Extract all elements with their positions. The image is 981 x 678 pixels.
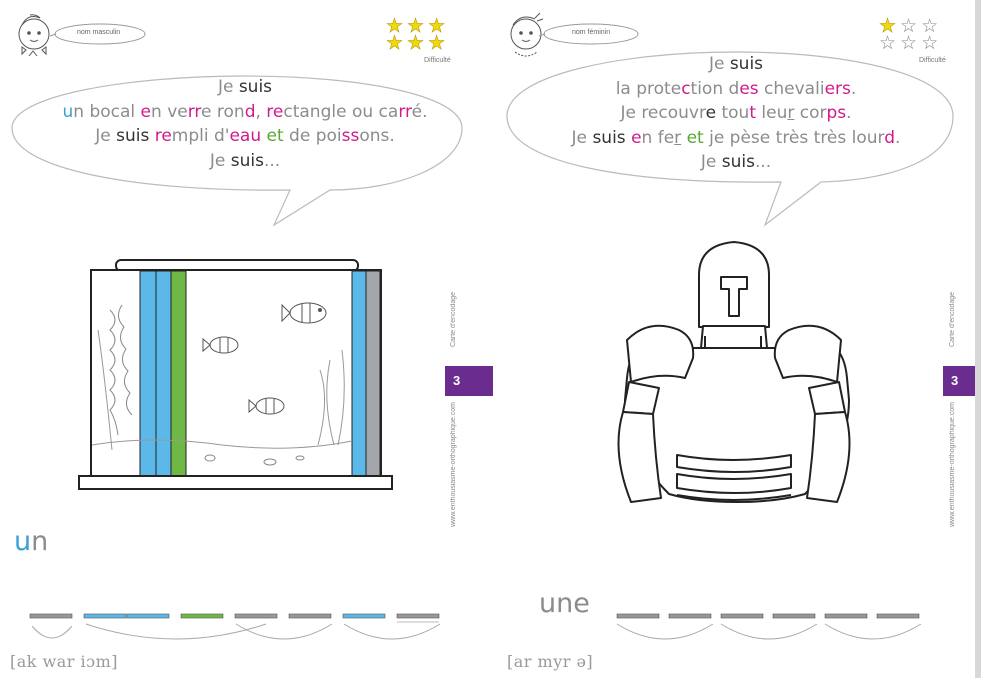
riddle-segment: Je xyxy=(95,126,117,146)
riddle-segment: et xyxy=(266,126,284,146)
side-website: www.enthousiasme-orthographique.com xyxy=(450,402,457,527)
riddle-segment: d xyxy=(884,127,896,148)
riddle-segment: re xyxy=(266,101,284,122)
riddle-segment: suis xyxy=(230,150,264,171)
riddle-segment: rr xyxy=(398,101,412,122)
riddle-segment: je pèse très très lour xyxy=(703,127,885,148)
armor-illustration xyxy=(617,241,851,503)
riddle-segment: suis xyxy=(238,77,273,97)
side-website: www.enthousiasme-orthographique.com xyxy=(949,402,956,527)
riddle-segment: . xyxy=(850,78,857,99)
riddle-line: Je suis xyxy=(0,75,490,100)
riddle-segment: ps xyxy=(826,103,847,123)
speech-bubble xyxy=(11,75,463,227)
riddle-segment: Je xyxy=(209,150,231,171)
phoneme-segments xyxy=(616,613,922,640)
riddle-segment: ers xyxy=(824,78,851,99)
riddle-segment: et xyxy=(686,127,704,148)
riddle-segment: e xyxy=(140,101,152,122)
riddle-segment: rr xyxy=(187,101,202,122)
difficulty-stars: ★★★★★★ xyxy=(386,15,450,54)
phonetic-transcription: [ak war iɔm] xyxy=(10,652,119,671)
avatar-boy-icon xyxy=(18,14,50,57)
riddle-segment: suis xyxy=(721,152,755,172)
riddle-segment: c xyxy=(681,78,691,99)
difficulty-stars: ★☆☆☆☆☆ xyxy=(879,15,943,54)
riddle-segment: suis xyxy=(116,126,150,146)
riddle-segment: ctangle ou ca xyxy=(283,101,399,122)
gender-label: nom féminin xyxy=(572,29,611,36)
riddle-segment: re xyxy=(154,126,172,146)
riddle-segment: tion d xyxy=(690,78,740,99)
speech-bubble xyxy=(506,51,954,227)
card-number-tab: 3 xyxy=(445,366,493,396)
riddle-line: la protection des chevaliers. xyxy=(491,77,981,102)
riddle-segment: é. xyxy=(411,101,428,122)
riddle-line: Je suis... xyxy=(0,149,490,174)
riddle-segment: tou xyxy=(716,103,750,123)
answer-word: un xyxy=(14,526,49,557)
riddle-segment: d xyxy=(244,101,256,122)
riddle-segment: r xyxy=(787,103,795,123)
riddle-segment: Je xyxy=(708,54,730,74)
riddle-line: Je suis xyxy=(491,52,981,77)
riddle-line: Je suis... xyxy=(491,150,981,175)
riddle-segment: . xyxy=(846,103,852,123)
riddle-segment: t xyxy=(749,103,756,123)
side-title: Carte d'encodage xyxy=(949,292,956,348)
riddle-segment: e xyxy=(705,103,717,123)
riddle-line: Je suis en fer et je pèse très très lour… xyxy=(491,126,981,151)
card-number-tab: 3 xyxy=(943,366,981,396)
card-right-drawing xyxy=(506,12,954,640)
avatar-girl-icon xyxy=(510,12,544,57)
riddle-segment: cor xyxy=(794,103,827,123)
riddle-segment: mpli d' xyxy=(171,126,230,146)
riddle-segment: ons. xyxy=(359,126,395,146)
riddle-segment: n ve xyxy=(151,101,188,122)
riddle-segment: Je xyxy=(571,127,593,148)
riddle-segment: Je xyxy=(217,77,239,97)
riddle-segment: eau xyxy=(229,126,262,146)
riddle-segment: n fe xyxy=(641,127,675,148)
riddle-segment: e ron xyxy=(201,101,245,122)
card-left-drawing xyxy=(11,14,463,640)
riddle-segment: r xyxy=(674,127,682,148)
riddle-segment: suis xyxy=(729,54,764,74)
riddle-segment: la prote xyxy=(615,78,682,99)
riddle-segment: chevali xyxy=(758,78,825,99)
aquarium-illustration xyxy=(78,259,393,490)
riddle-segment: , xyxy=(255,101,267,122)
side-title: Carte d'encodage xyxy=(450,292,457,348)
page-edge xyxy=(975,0,981,678)
riddle-segment: Je recouvr xyxy=(620,103,706,123)
difficulty-label: Difficulté xyxy=(919,57,946,64)
riddle-segment: Je xyxy=(700,152,722,172)
riddle-segment: ... xyxy=(754,152,772,172)
riddle-segment: es xyxy=(739,78,759,99)
riddle-line: un bocal en verre rond, rectangle ou car… xyxy=(0,100,490,125)
riddle-line: Je suis rempli d'eau et de poissons. xyxy=(0,124,490,149)
phonetic-transcription: [ar myr ə] xyxy=(507,652,594,671)
riddle-segment: leu xyxy=(755,103,788,123)
phoneme-segments xyxy=(29,613,441,640)
riddle-segment: ss xyxy=(341,126,360,146)
riddle-segment: suis xyxy=(592,127,626,148)
riddle-segment: e xyxy=(631,127,642,148)
gender-label: nom masculin xyxy=(77,29,121,36)
riddle-segment: de poi xyxy=(283,126,342,146)
riddle-segment: n bocal xyxy=(73,101,141,122)
answer-word: une xyxy=(539,588,590,619)
riddle-segment: u xyxy=(62,101,74,122)
difficulty-label: Difficulté xyxy=(424,57,451,64)
riddle-line: Je recouvre tout leur corps. xyxy=(491,101,981,126)
riddle-segment: ... xyxy=(263,150,281,171)
riddle-segment: . xyxy=(895,127,901,148)
